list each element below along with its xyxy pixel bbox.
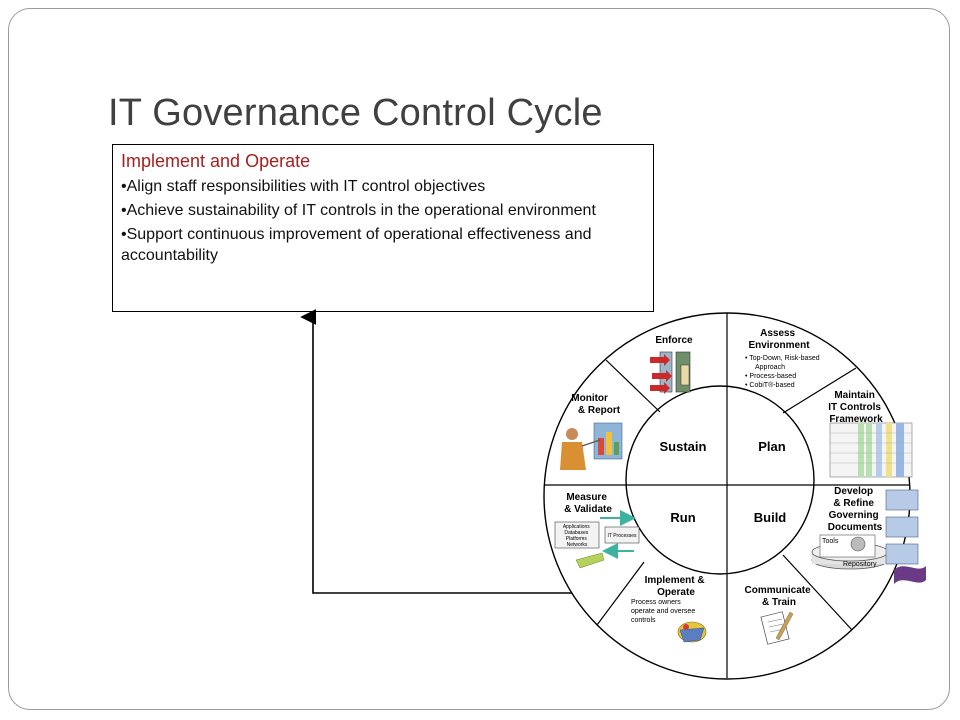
implement-note: Process owners operate and oversee contr… [631,599,697,624]
segment-label-assess: Assess Environment [748,328,810,351]
measure-box-left: Applications Databases Platforms Network… [563,524,591,548]
enforce-clipart-icon [650,351,691,394]
framework-spreadsheet-icon [829,422,913,478]
callout-bullet: •Align staff responsibilities with IT co… [121,178,486,195]
spoke [782,554,853,631]
segment-label-implement: Implement & Operate [645,575,708,598]
develop-tools-label: Tools [822,538,839,545]
segment-label-maintain: Maintain IT Controls Framework [828,390,884,425]
segment-label-develop: Develop & Refine Governing Documents [828,486,883,533]
segment-label-communicate: Communicate & Train [745,585,814,608]
inner-wheel [625,385,815,575]
spoke [605,359,661,413]
measure-validate-graphic [554,510,640,569]
spoke [596,561,645,626]
slide-title: IT Governance Control Cycle [108,92,603,134]
repository-documents-icon [811,489,926,584]
feedback-arrow [300,309,595,594]
callout-box: Implement and Operate •Align staff respo… [112,144,654,312]
inner-label-run: Run [670,510,695,525]
operations-clipart-icon [677,621,707,643]
inner-label-plan: Plan [758,439,786,454]
segment-label-measure: Measure & Validate [564,492,612,515]
assess-items: • Top-Down, Risk-based Approach • Proces… [745,355,822,389]
monitor-presenter-icon [560,422,623,470]
measure-box-right: IT Processes [607,533,637,539]
training-document-icon [760,611,794,645]
segment-label-monitor: Monitor & Report [571,393,620,416]
inner-label-build: Build [754,510,787,525]
callout-heading: Implement and Operate [121,151,311,171]
inner-label-sustain: Sustain [660,439,707,454]
callout-bullet: •Achieve sustainability of IT controls i… [121,202,596,219]
callout-bullet: •Support continuous improvement of opera… [121,226,592,264]
spoke [782,367,857,414]
develop-repository-label: Repository [843,561,877,568]
segment-label-enforce: Enforce [655,335,693,346]
